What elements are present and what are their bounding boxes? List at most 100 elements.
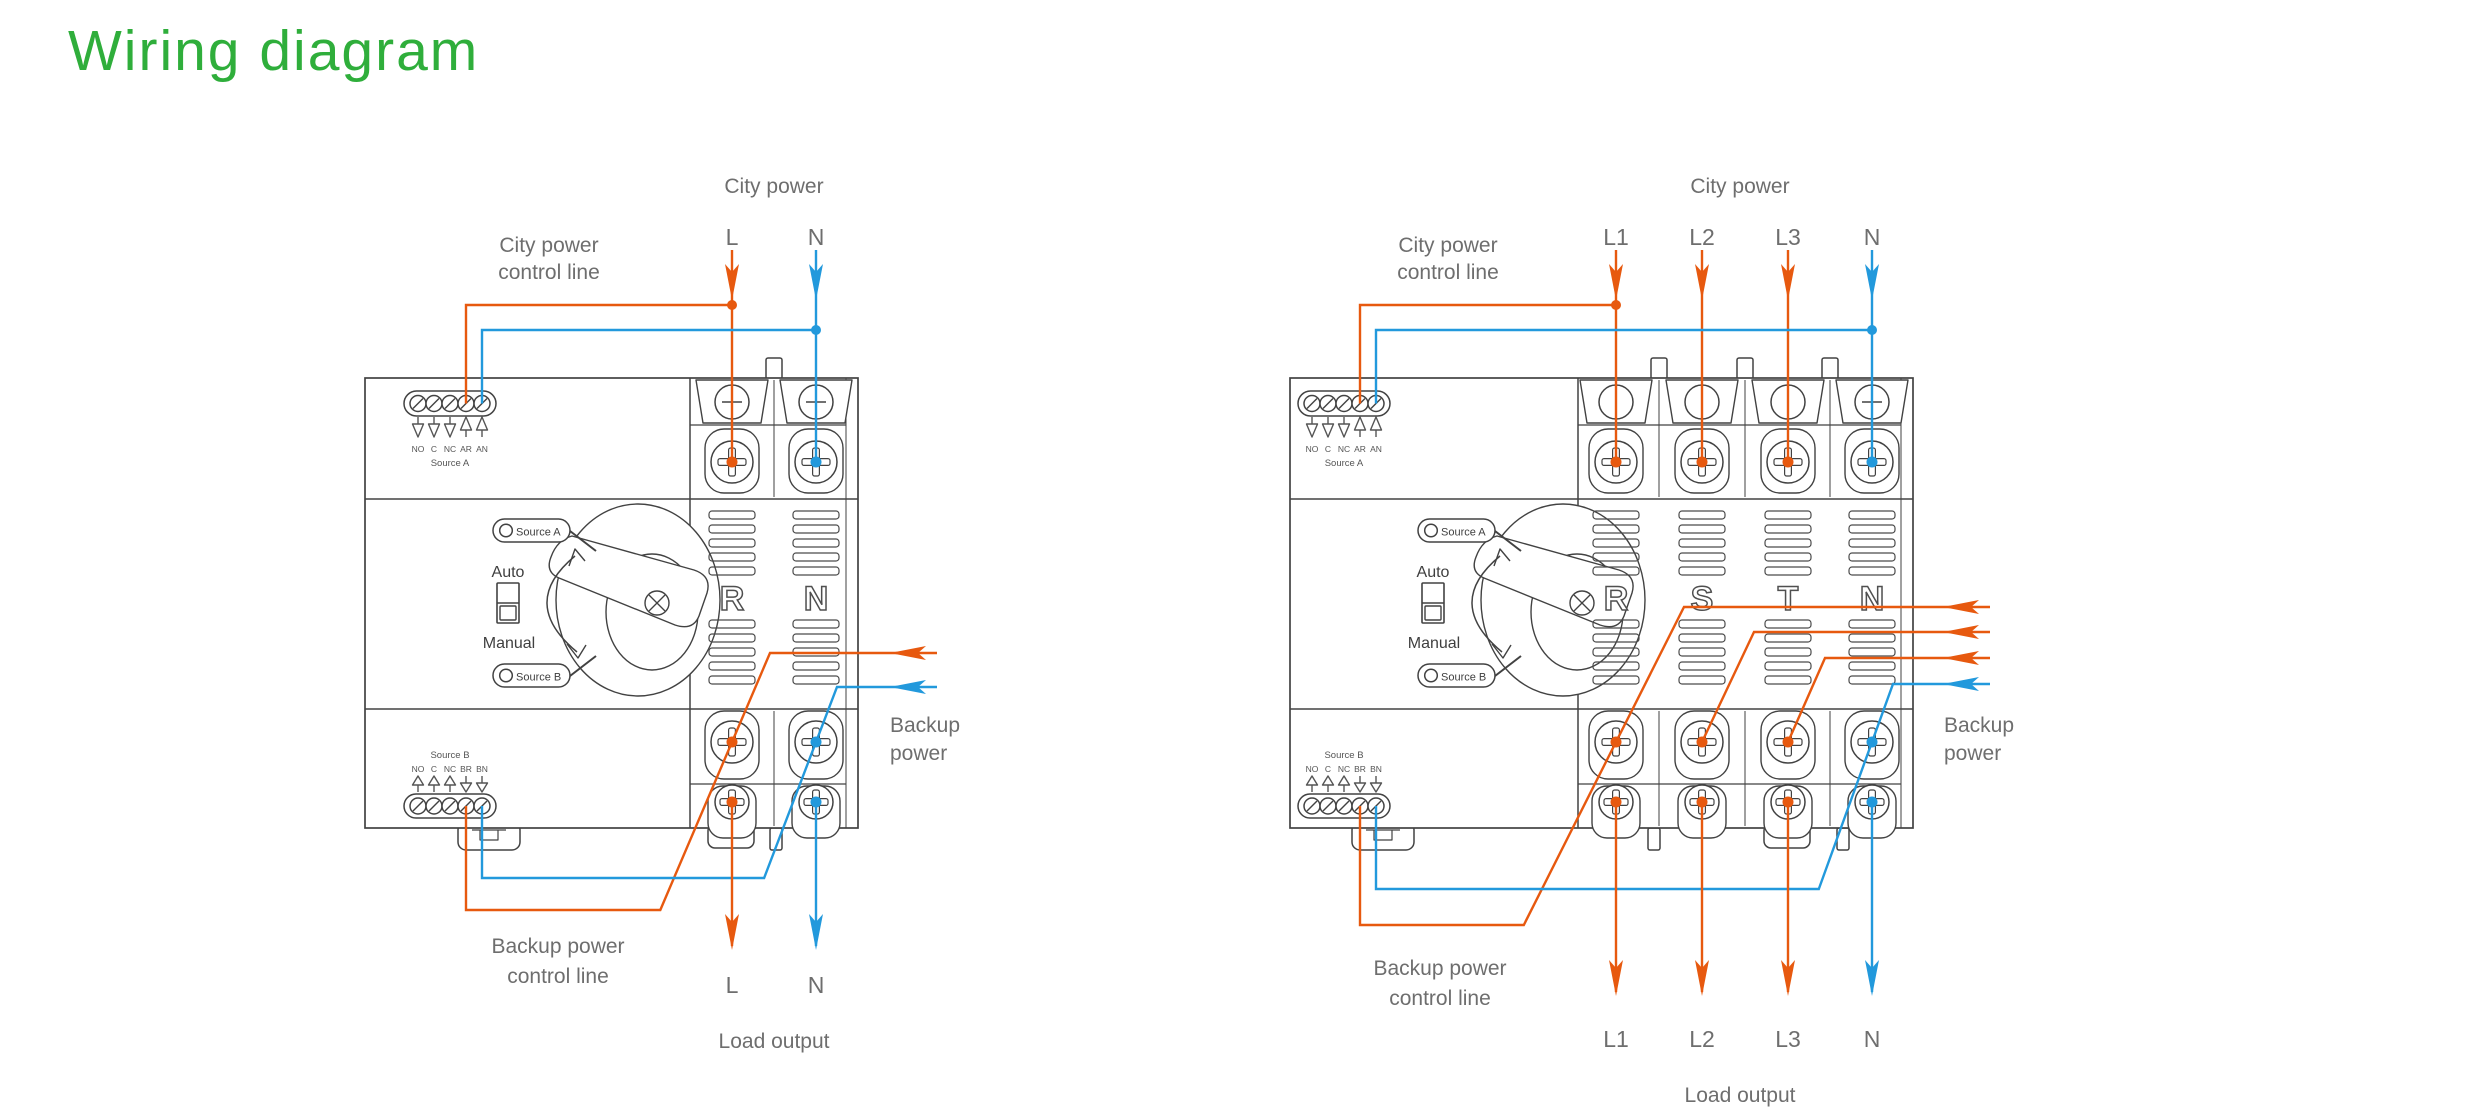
pin-arrow-down-icon	[475, 782, 489, 793]
vent-slat	[792, 661, 840, 671]
terminal-connection-dot	[1696, 796, 1708, 808]
backup-neutral-wire	[480, 685, 937, 880]
vent-slat	[1848, 524, 1896, 534]
output-terminal-label: N	[808, 972, 825, 998]
screw-slot-icon	[444, 398, 456, 409]
arrow-down-icon	[1695, 264, 1709, 300]
vent-slat	[1678, 661, 1726, 671]
vent-slat	[1848, 675, 1896, 685]
pin-arrow-down-icon	[427, 423, 441, 438]
city-control-live-wire	[464, 303, 732, 404]
arrow-left-icon	[890, 646, 926, 660]
pin-label: C	[431, 444, 437, 454]
indicator-tick	[1494, 655, 1522, 677]
vent-slat	[1592, 538, 1640, 548]
auto-label: Auto	[1417, 564, 1450, 581]
indicator-led-icon	[1423, 668, 1439, 683]
pin-label: NC	[1338, 764, 1350, 774]
pin-label: NC	[444, 764, 456, 774]
source-b-label: Source B	[430, 750, 469, 761]
vent-slat	[1592, 524, 1640, 534]
pin-arrow-down-icon	[1321, 423, 1335, 438]
terminal-connection-dot	[1610, 796, 1622, 808]
screw-slot-icon	[1338, 398, 1350, 409]
pin-arrow-up-icon	[1305, 775, 1319, 786]
arrow-left-icon	[1943, 651, 1979, 665]
output-terminal-label: N	[1864, 1026, 1881, 1052]
pin-arrow-up-icon	[427, 775, 441, 786]
output-terminal-label: L	[726, 972, 739, 998]
vent-slat	[1764, 566, 1812, 576]
auto-label: Auto	[492, 564, 525, 581]
vent-slat	[1848, 538, 1896, 548]
backup-power-label: power	[890, 742, 947, 765]
backup-live-wire	[1700, 630, 1990, 743]
backup-power-label: Backup	[1944, 714, 2014, 737]
vent-slat	[1678, 524, 1726, 534]
terminal-connection-dot	[1866, 456, 1878, 468]
pin-label: AR	[460, 444, 472, 454]
source-a-label: Source A	[431, 458, 470, 469]
vent-slat	[792, 619, 840, 629]
screw-slot-icon	[428, 398, 440, 409]
arrow-down-icon	[809, 264, 823, 300]
arrow-down-icon	[1865, 960, 1879, 996]
phase-letter: N	[1860, 580, 1885, 618]
vent-slat	[1764, 647, 1812, 657]
top-tab	[1736, 357, 1754, 380]
city-control-live-wire	[1358, 303, 1616, 404]
vent-slat	[1678, 619, 1726, 629]
phase-letter: R	[720, 580, 745, 618]
vent-slat	[708, 510, 756, 520]
vent-slat	[708, 566, 756, 576]
output-terminal-label: L1	[1603, 1026, 1629, 1052]
pin-label: AR	[1354, 444, 1366, 454]
terminal-connection-dot	[1782, 796, 1794, 808]
vent-slat	[792, 552, 840, 562]
handle-screw-cross-icon	[1573, 594, 1591, 612]
vent-slat	[1592, 619, 1640, 629]
vent-slat	[1678, 510, 1726, 520]
arrow-left-icon	[1943, 677, 1979, 691]
vent-slat	[708, 675, 756, 685]
vent-slat	[1678, 675, 1726, 685]
output-terminal-label: L3	[1775, 1026, 1801, 1052]
pin-label: NO	[1306, 444, 1319, 454]
pin-label: AN	[476, 444, 488, 454]
terminal-connection-dot	[1782, 736, 1794, 748]
indicator-tick	[569, 530, 597, 552]
phase-letter: S	[1691, 580, 1714, 618]
pin-arrow-down-icon	[459, 782, 473, 793]
rotation-arrowhead-icon	[1491, 643, 1512, 659]
phase-letter: N	[804, 580, 829, 618]
junction-dot	[727, 300, 737, 310]
pin-arrow-up-icon	[1369, 416, 1383, 431]
arrow-left-icon	[1943, 625, 1979, 639]
pin-arrow-down-icon	[1337, 423, 1351, 438]
pin-arrow-down-icon	[1353, 782, 1367, 793]
backup-control-line-label: control line	[507, 965, 609, 988]
vent-slat	[1848, 619, 1896, 629]
manual-label: Manual	[483, 635, 535, 652]
backup-control-line-label: Backup power	[1373, 957, 1506, 980]
vent-slat	[1678, 566, 1726, 576]
source-a-indicator	[492, 518, 571, 543]
indicator-b-label: Source B	[516, 672, 561, 684]
vent-slat	[708, 552, 756, 562]
indicator-led-icon	[1423, 523, 1439, 538]
pin-arrow-up-icon	[411, 775, 425, 786]
vent-slat	[1592, 510, 1640, 520]
terminal-connection-dot	[1610, 456, 1622, 468]
vent-slat	[1592, 661, 1640, 671]
arrow-left-icon	[1943, 600, 1979, 614]
indicator-led-icon	[498, 668, 514, 683]
input-terminal-label: L3	[1775, 224, 1801, 250]
vent-slat	[1848, 552, 1896, 562]
rotation-arrowhead-icon	[1493, 548, 1511, 567]
